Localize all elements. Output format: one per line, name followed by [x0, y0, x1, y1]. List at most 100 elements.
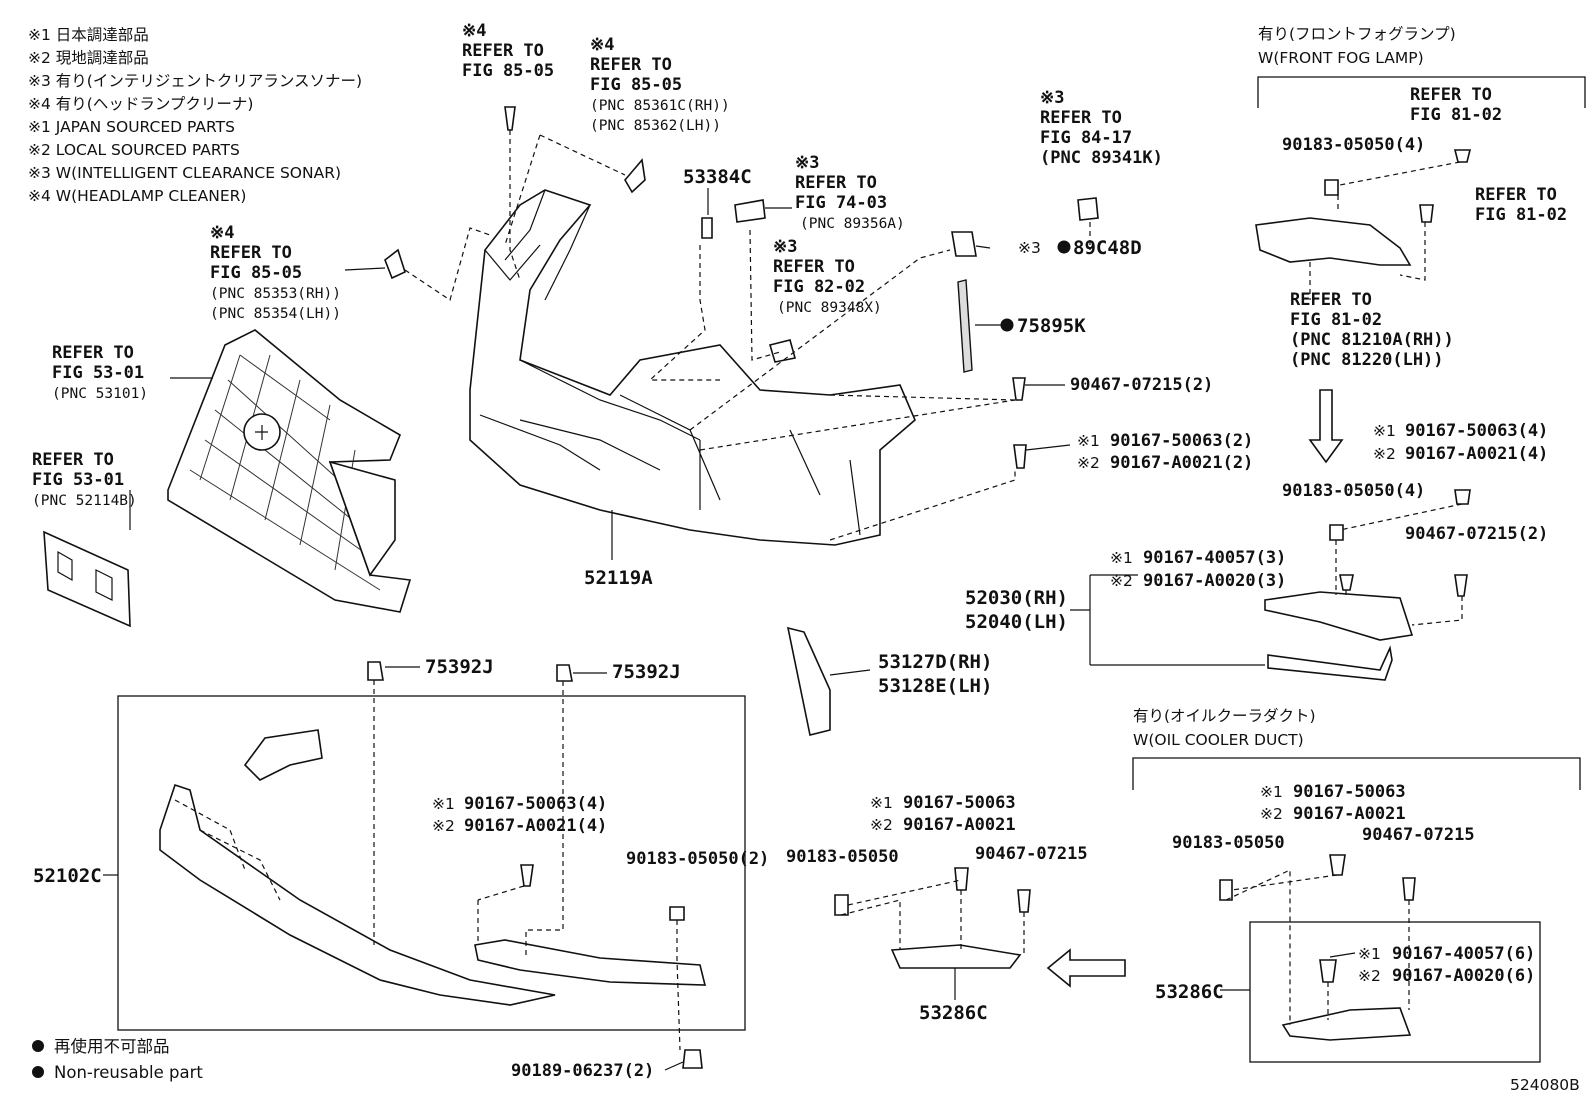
svg-text:(PNC 89341K): (PNC 89341K) — [1040, 148, 1163, 168]
svg-text:(PNC 52114B): (PNC 52114B) — [32, 493, 137, 509]
svg-text:(PNC 85361C(RH)): (PNC 85361C(RH)) — [590, 98, 730, 114]
label-53128E: 53128E(LH) — [878, 675, 992, 697]
fog-lamp-group: 有り(フロントフォグランプ) W(FRONT FOG LAMP) REFER T… — [1257, 25, 1586, 370]
non-reusable-dot-icon — [1000, 318, 1014, 332]
svg-text:※2: ※2 — [432, 817, 455, 835]
non-reusable-dot-icon — [1057, 240, 1071, 254]
left-arrow-icon — [1046, 948, 1126, 988]
svg-text:90183-05050: 90183-05050 — [786, 847, 899, 867]
svg-text:(PNC 81220(LH)): (PNC 81220(LH)) — [1290, 350, 1444, 370]
svg-text:FIG 81-02: FIG 81-02 — [1475, 205, 1567, 225]
svg-text:※2: ※2 — [1077, 454, 1100, 472]
fog-group-bracket — [1257, 76, 1586, 108]
svg-text:※1: ※1 — [1260, 783, 1283, 801]
svg-text:FIG 81-02: FIG 81-02 — [1410, 105, 1502, 125]
sonar-sensor — [1077, 197, 1099, 221]
svg-text:FIG 85-05: FIG 85-05 — [462, 61, 554, 81]
svg-text:REFER TO: REFER TO — [773, 257, 855, 277]
front-bumper-cover — [469, 189, 916, 546]
svg-text:※2: ※2 — [1373, 445, 1396, 463]
svg-text:90167-50063(4): 90167-50063(4) — [464, 794, 607, 814]
svg-text:90167-40057(6): 90167-40057(6) — [1392, 944, 1535, 964]
svg-text:REFER TO: REFER TO — [1040, 108, 1122, 128]
ref-82-02: ※3 REFER TO FIG 82-02 (PNC 89348X) — [773, 237, 882, 316]
svg-text:※1: ※1 — [870, 794, 893, 812]
label-note3: ※3 — [1018, 239, 1041, 257]
svg-text:90183-05050(4): 90183-05050(4) — [1282, 481, 1425, 501]
ref-84-17: ※3 REFER TO FIG 84-17 (PNC 89341K) — [1040, 88, 1163, 168]
svg-text:※3: ※3 — [1040, 88, 1064, 108]
screw-90167-icon — [1013, 444, 1027, 469]
ref-85-05-a: ※4 REFER TO FIG 85-05 — [462, 21, 554, 81]
license-plate-bracket — [43, 530, 131, 628]
svg-text:90167-50063: 90167-50063 — [1293, 782, 1406, 802]
svg-text:※4: ※4 — [462, 21, 486, 41]
svg-text:※2: ※2 — [1358, 967, 1381, 985]
svg-text:※1: ※1 — [1358, 945, 1381, 963]
note-jp-1: ※1 日本調達部品 — [28, 26, 149, 44]
label-53384C: 53384C — [683, 166, 752, 188]
svg-text:FIG 53-01: FIG 53-01 — [32, 470, 124, 490]
note-en-2: ※2 LOCAL SOURCED PARTS — [28, 141, 240, 159]
clip-90467-icon — [1012, 377, 1026, 401]
svg-text:※2: ※2 — [870, 816, 893, 834]
front-grille — [167, 329, 412, 613]
figure-id: 524080B — [1510, 1076, 1580, 1094]
lower-spoiler — [159, 661, 707, 1069]
tape-75895K — [957, 279, 973, 373]
label-75392J-b: 75392J — [612, 661, 681, 683]
label-53286C-a: 53286C — [919, 1002, 988, 1024]
note-en-4: ※4 W(HEADLAMP CLEANER) — [28, 187, 246, 205]
label-89C48D: 89C48D — [1073, 237, 1142, 259]
svg-text:REFER TO: REFER TO — [1475, 185, 1557, 205]
ref-85-05-c: ※4 REFER TO FIG 85-05 (PNC 85353(RH)) (P… — [210, 223, 341, 322]
side-marker — [786, 626, 831, 736]
clip-53384C — [701, 217, 713, 239]
label-52030: 52030(RH) — [965, 587, 1068, 609]
headlamp-washer-cover-r — [624, 158, 646, 194]
svg-text:REFER TO: REFER TO — [1290, 290, 1372, 310]
svg-text:90467-07215: 90467-07215 — [975, 844, 1088, 864]
legend: 再使用不可部品 Non-reusable part — [32, 1037, 203, 1082]
svg-text:90167-A0021(4): 90167-A0021(4) — [1405, 444, 1548, 464]
svg-text:※4: ※4 — [210, 223, 234, 243]
non-reusable-dot-icon — [32, 1040, 44, 1052]
svg-text:FIG 82-02: FIG 82-02 — [773, 277, 865, 297]
label-A0021-2: 90167-A0021(2) — [1110, 453, 1253, 473]
note-jp-4: ※4 有り(ヘッドランプクリーナ) — [28, 95, 253, 113]
fog-lamp-bezel — [1255, 149, 1472, 681]
dashed-lines — [174, 130, 1463, 1051]
notes-block: ※1 日本調達部品 ※2 現地調達部品 ※3 有り(インテリジェントクリアランス… — [28, 26, 362, 205]
svg-text:※1: ※1 — [432, 795, 455, 813]
lower-spoiler-box — [117, 695, 746, 1031]
legend-jp: 再使用不可部品 — [54, 1037, 170, 1056]
sensor-retainer — [768, 339, 797, 363]
label-52040: 52040(LH) — [965, 611, 1068, 633]
svg-text:90167-A0021: 90167-A0021 — [903, 815, 1016, 835]
svg-text:REFER TO: REFER TO — [52, 343, 134, 363]
svg-text:※2: ※2 — [1260, 805, 1283, 823]
oil-cooler-duct-small — [834, 867, 1031, 969]
label-53286C-b: 53286C — [1155, 981, 1224, 1003]
svg-text:REFER TO: REFER TO — [590, 55, 672, 75]
non-reusable-dot-icon — [32, 1066, 44, 1078]
down-arrow-icon — [1308, 389, 1344, 464]
sonar-clip-89C48D — [951, 231, 977, 257]
oil-cooler-group: 有り(オイルクーラダクト) W(OIL COOLER DUCT) — [1132, 707, 1581, 790]
ref-53-01-b: REFER TO FIG 53-01 (PNC 52114B) — [32, 450, 137, 509]
label-75392J-a: 75392J — [425, 656, 494, 678]
svg-text:REFER TO: REFER TO — [210, 243, 292, 263]
svg-text:※3: ※3 — [795, 153, 819, 173]
svg-text:(PNC 53101): (PNC 53101) — [52, 386, 148, 402]
svg-text:90167-A0020(6): 90167-A0020(6) — [1392, 966, 1535, 986]
svg-text:90167-50063: 90167-50063 — [903, 793, 1016, 813]
svg-text:REFER TO: REFER TO — [1410, 85, 1492, 105]
label-52119A: 52119A — [584, 567, 653, 589]
ref-85-05-b: ※4 REFER TO FIG 85-05 (PNC 85361C(RH)) (… — [590, 35, 730, 134]
svg-text:90167-A0021(4): 90167-A0021(4) — [464, 816, 607, 836]
svg-text:※1: ※1 — [1373, 422, 1396, 440]
label-75895K: 75895K — [1017, 315, 1086, 337]
svg-text:有り(フロントフォグランプ): 有り(フロントフォグランプ) — [1258, 25, 1456, 43]
svg-text:有り(オイルクーラダクト): 有り(オイルクーラダクト) — [1133, 707, 1316, 725]
